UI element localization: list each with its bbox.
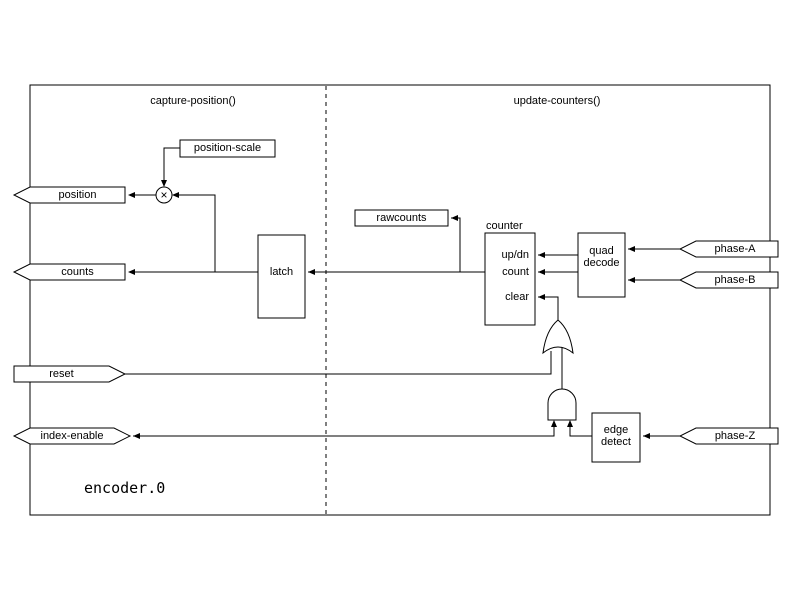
- arrow-into-edge-detect: [643, 433, 650, 439]
- instance-name-label: encoder.0: [84, 479, 166, 497]
- position-scale-box: [179, 139, 276, 158]
- quad-decode-box: [577, 232, 626, 298]
- wire-edge-to-and: [569, 421, 592, 437]
- arrow-into-index-enable-tag: [133, 433, 140, 439]
- reset-pin-label: reset: [49, 368, 74, 380]
- wire-or-to-clear: [538, 296, 559, 322]
- counter-box: [484, 232, 536, 326]
- arrow-into-counter-updn: [538, 252, 545, 258]
- rawcounts-label: rawcounts: [376, 212, 427, 224]
- quad-decode-label-line1: quad: [589, 245, 614, 257]
- wire-branch-to-rawcounts: [451, 217, 461, 272]
- arrow-into-multiply-top: [161, 180, 167, 187]
- component-frame: [29, 84, 771, 516]
- arrow-into-position-tag: [128, 192, 135, 198]
- latch-box: [257, 234, 306, 319]
- counts-pin-tag: [12, 263, 126, 281]
- phase-a-pin-tag: [678, 240, 779, 258]
- phase-a-pin-label: phase-A: [714, 243, 756, 255]
- wire-reset-to-or: [125, 351, 552, 375]
- wire-index-enable-to-and: [133, 421, 555, 437]
- position-pin-tag: [12, 186, 126, 204]
- left-section-label: capture-position(): [150, 95, 236, 107]
- quad-decode-label-line2: decode: [583, 257, 620, 269]
- phase-z-pin-label: phase-Z: [714, 430, 756, 442]
- arrow-into-counter-clear: [538, 294, 545, 300]
- arrowheads: [128, 180, 650, 439]
- arrow-into-quad-phase-a: [628, 246, 635, 252]
- arrow-into-and-left: [551, 420, 557, 427]
- position-scale-label: position-scale: [193, 142, 262, 154]
- phase-b-pin-tag: [678, 271, 779, 289]
- index-enable-pin-label: index-enable: [40, 430, 104, 442]
- counter-label: counter: [486, 220, 523, 232]
- phase-b-pin-label: phase-B: [714, 274, 756, 286]
- counter-count-label: count: [502, 266, 529, 278]
- and-gate: [547, 388, 577, 421]
- arrow-into-and-right: [567, 420, 573, 427]
- or-gate: [542, 319, 574, 355]
- rawcounts-box: [354, 209, 449, 227]
- counter-clear-label: clear: [505, 291, 529, 303]
- right-section-label: update-counters(): [513, 95, 601, 107]
- wire-branch-to-multiply: [173, 194, 216, 272]
- arrow-into-rawcounts: [451, 215, 458, 221]
- wire-scale-to-multiply: [163, 147, 180, 186]
- reset-pin-tag: [13, 365, 127, 383]
- counts-pin-label: counts: [61, 266, 94, 278]
- edge-detect-label-line2: detect: [601, 436, 631, 448]
- phase-z-pin-tag: [678, 427, 779, 445]
- latch-label: latch: [269, 266, 294, 278]
- position-pin-label: position: [58, 189, 97, 201]
- arrow-into-latch: [308, 269, 315, 275]
- arrow-into-counter-count: [538, 269, 545, 275]
- edge-detect-label-line1: edge: [603, 424, 629, 436]
- edge-detect-box: [591, 412, 641, 463]
- arrow-into-multiply-right: [172, 192, 179, 198]
- arrow-into-quad-phase-b: [628, 277, 635, 283]
- multiply-symbol: ×: [160, 188, 168, 202]
- arrow-into-counts-tag: [128, 269, 135, 275]
- index-enable-pin-tag: [12, 427, 132, 445]
- counter-updn-label: up/dn: [501, 249, 529, 261]
